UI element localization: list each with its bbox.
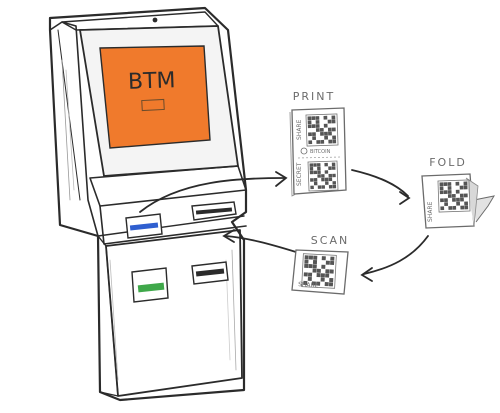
arrow-icon — [222, 229, 235, 243]
card-slot-blue — [125, 213, 163, 239]
arrow-to-print — [139, 177, 285, 213]
scan-bottom-label: SHARE — [298, 281, 319, 289]
arrow-icon — [360, 267, 373, 282]
qr-code-icon — [301, 253, 337, 289]
bill-acceptor-slot — [191, 261, 229, 285]
print-middle-label: BITCOIN — [310, 149, 331, 155]
arrow-icon — [275, 171, 288, 187]
print-step: PRINT SHARE SECRET BITCOIN — [289, 90, 347, 197]
fold-title: FOLD — [429, 156, 467, 169]
arrow-to-fold — [351, 169, 409, 197]
scan-step: SCAN SHARE — [291, 234, 349, 295]
bitcoin-icon — [300, 147, 308, 155]
qr-code-icon — [305, 113, 339, 147]
screen-label: BTM — [128, 68, 176, 95]
fold-step: FOLD SHARE — [421, 156, 496, 229]
receipt-slot — [191, 201, 237, 221]
arrow-to-scan — [363, 235, 429, 275]
atm-screen: BTM — [99, 45, 211, 149]
fold-side-label: SHARE — [427, 201, 434, 222]
qr-code-icon — [307, 160, 339, 192]
arrow-icon — [399, 191, 411, 205]
scan-title: SCAN — [311, 234, 349, 247]
arrows — [139, 169, 429, 282]
screen-button — [141, 98, 165, 112]
cash-slot-green — [131, 267, 169, 303]
arrow-to-machine — [225, 235, 297, 253]
print-title: PRINT — [293, 90, 335, 103]
qr-code-icon — [437, 179, 471, 213]
print-side-label-bottom: SECRET — [296, 162, 303, 186]
print-side-label-top: SHARE — [296, 119, 303, 140]
